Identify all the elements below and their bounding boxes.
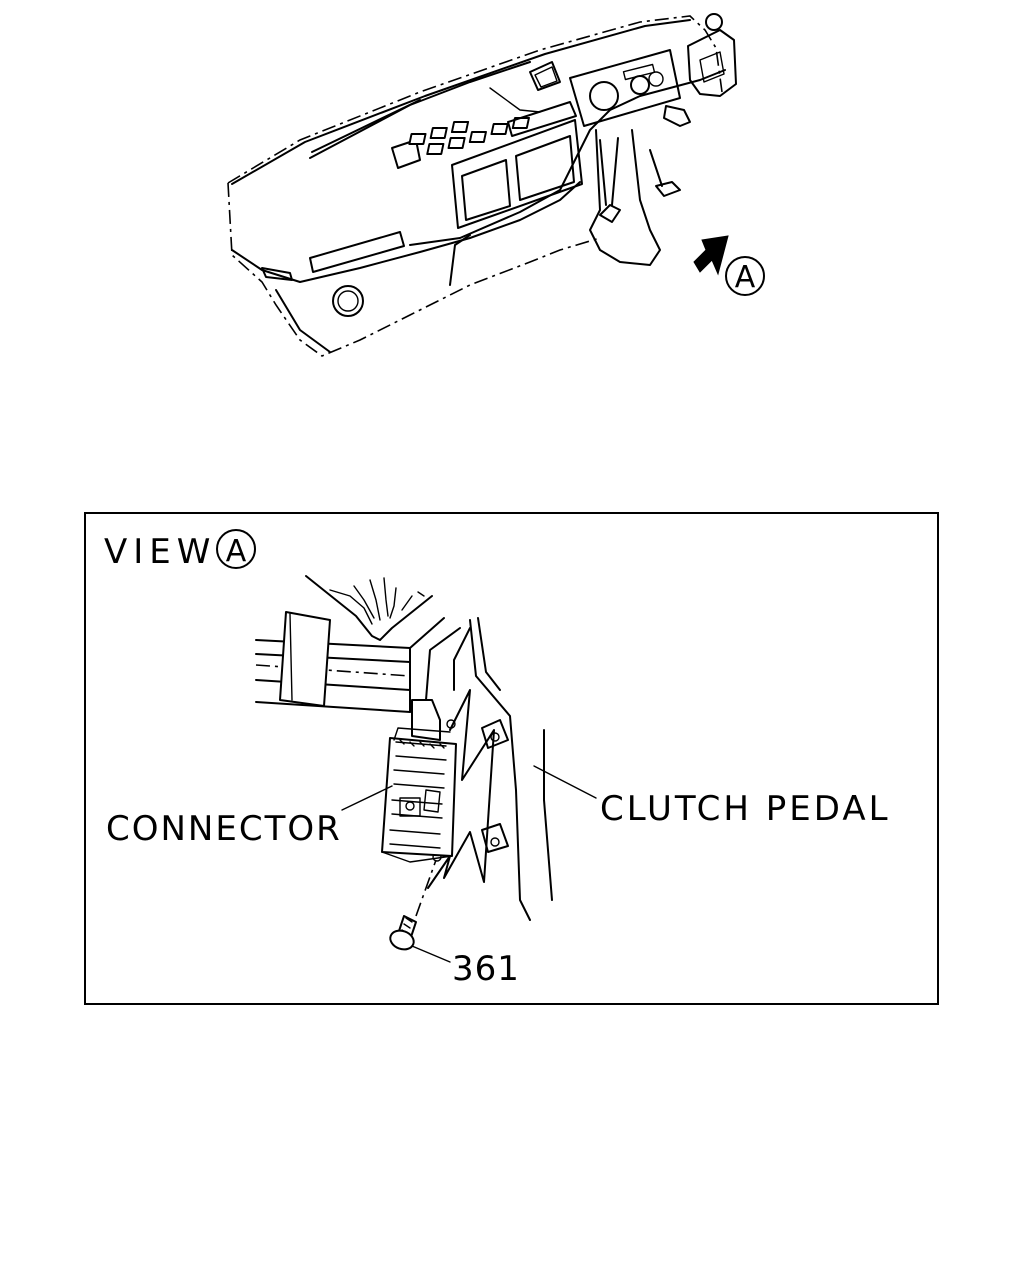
clutch-pedal-label: CLUTCH PEDAL (600, 789, 891, 829)
clutch-pedal-leader-line (533, 765, 597, 799)
part-361-leader-line (411, 945, 451, 963)
part-number-label: 361 (452, 949, 520, 989)
connector-leader-line (341, 785, 393, 811)
dashboard-overview-drawing: A (227, 13, 765, 357)
callout-a-letter: A (735, 260, 756, 295)
view-title-word: VIEW (104, 532, 216, 572)
connector-label: CONNECTOR (106, 809, 342, 849)
view-direction-arrow (693, 235, 729, 276)
view-title-marker: A (226, 534, 247, 569)
view-title: VIEW A (104, 529, 256, 572)
bolt-361 (389, 915, 417, 951)
callout-a-marker: A (725, 256, 765, 296)
view-a-frame (84, 512, 939, 1005)
switch-cluster (408, 117, 530, 155)
connector-body (381, 699, 457, 863)
view-a-detail-drawing (255, 575, 553, 951)
